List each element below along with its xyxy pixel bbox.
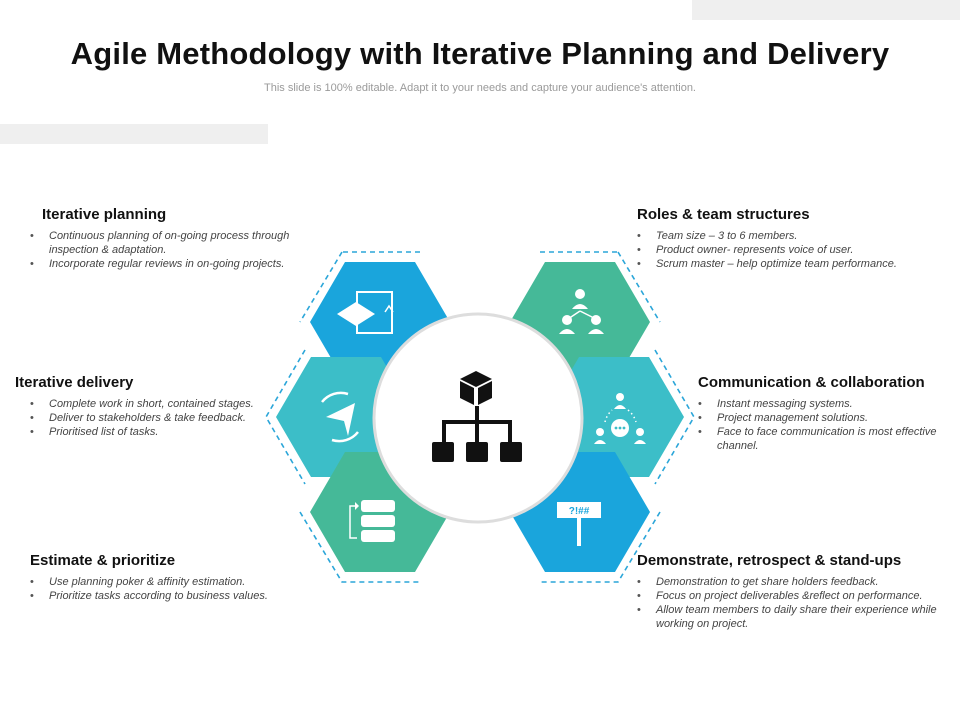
bullet-item: Deliver to stakeholders & take feedback. [30,411,275,425]
bullet-item: Allow team members to daily share their … [637,603,952,631]
section-roles-team: Roles & team structures Team size – 3 to… [637,206,937,271]
team-structure-icon [559,289,604,334]
section-estimate-prioritize: Estimate & prioritize Use planning poker… [30,552,330,603]
bullet-item: Prioritised list of tasks. [30,425,275,439]
section-heading: Roles & team structures [637,206,810,223]
section-iterative-planning: Iterative planning Continuous planning o… [30,206,332,271]
right-dashed-contour [540,251,695,583]
bullet-item: Incorporate regular reviews in on-going … [30,257,332,271]
group-chat-icon [594,393,646,444]
database-stack-icon [349,500,395,542]
bullet-item: Scrum master – help optimize team perfor… [637,257,937,271]
bullet-item: Team size – 3 to 6 members. [637,229,937,243]
bullet-item: Continuous planning of on-going process … [30,229,332,257]
sign-text: ?!## [569,506,590,517]
bullet-item: Prioritize tasks according to business v… [30,589,330,603]
bullet-item: Complete work in short, contained stages… [30,397,275,411]
section-heading: Communication & collaboration [698,374,925,391]
slide-title: Agile Methodology with Iterative Plannin… [70,36,890,71]
bullet-item: Instant messaging systems. [698,397,943,411]
bullet-item: Focus on project deliverables &reflect o… [637,589,952,603]
section-communication: Communication & collaboration Instant me… [698,374,943,453]
hierarchy-structure-icon [432,371,522,462]
section-iterative-delivery: Iterative delivery Complete work in shor… [15,374,275,439]
bullet-item: Demonstration to get share holders feedb… [637,575,952,589]
section-demonstrate: Demonstrate, retrospect & stand-ups Demo… [637,552,952,631]
bullet-item: Face to face communication is most effec… [698,425,943,453]
section-heading: Iterative delivery [15,374,134,391]
bullet-item: Use planning poker & affinity estimation… [30,575,330,589]
left-decor-bar [0,124,268,144]
bullet-item: Project management solutions. [698,411,943,425]
left-dashed-contour [265,251,420,583]
cycle-arrows-icon [321,391,359,443]
section-heading: Estimate & prioritize [30,552,176,569]
section-heading: Iterative planning [42,206,167,223]
slide-subtitle: This slide is 100% editable. Adapt it to… [264,82,696,94]
signboard-icon: ?!## [557,502,601,546]
flowchart-icon [337,291,394,334]
top-right-decor-bar [692,0,960,20]
section-heading: Demonstrate, retrospect & stand-ups [637,552,902,569]
bullet-item: Product owner- represents voice of user. [637,243,937,257]
